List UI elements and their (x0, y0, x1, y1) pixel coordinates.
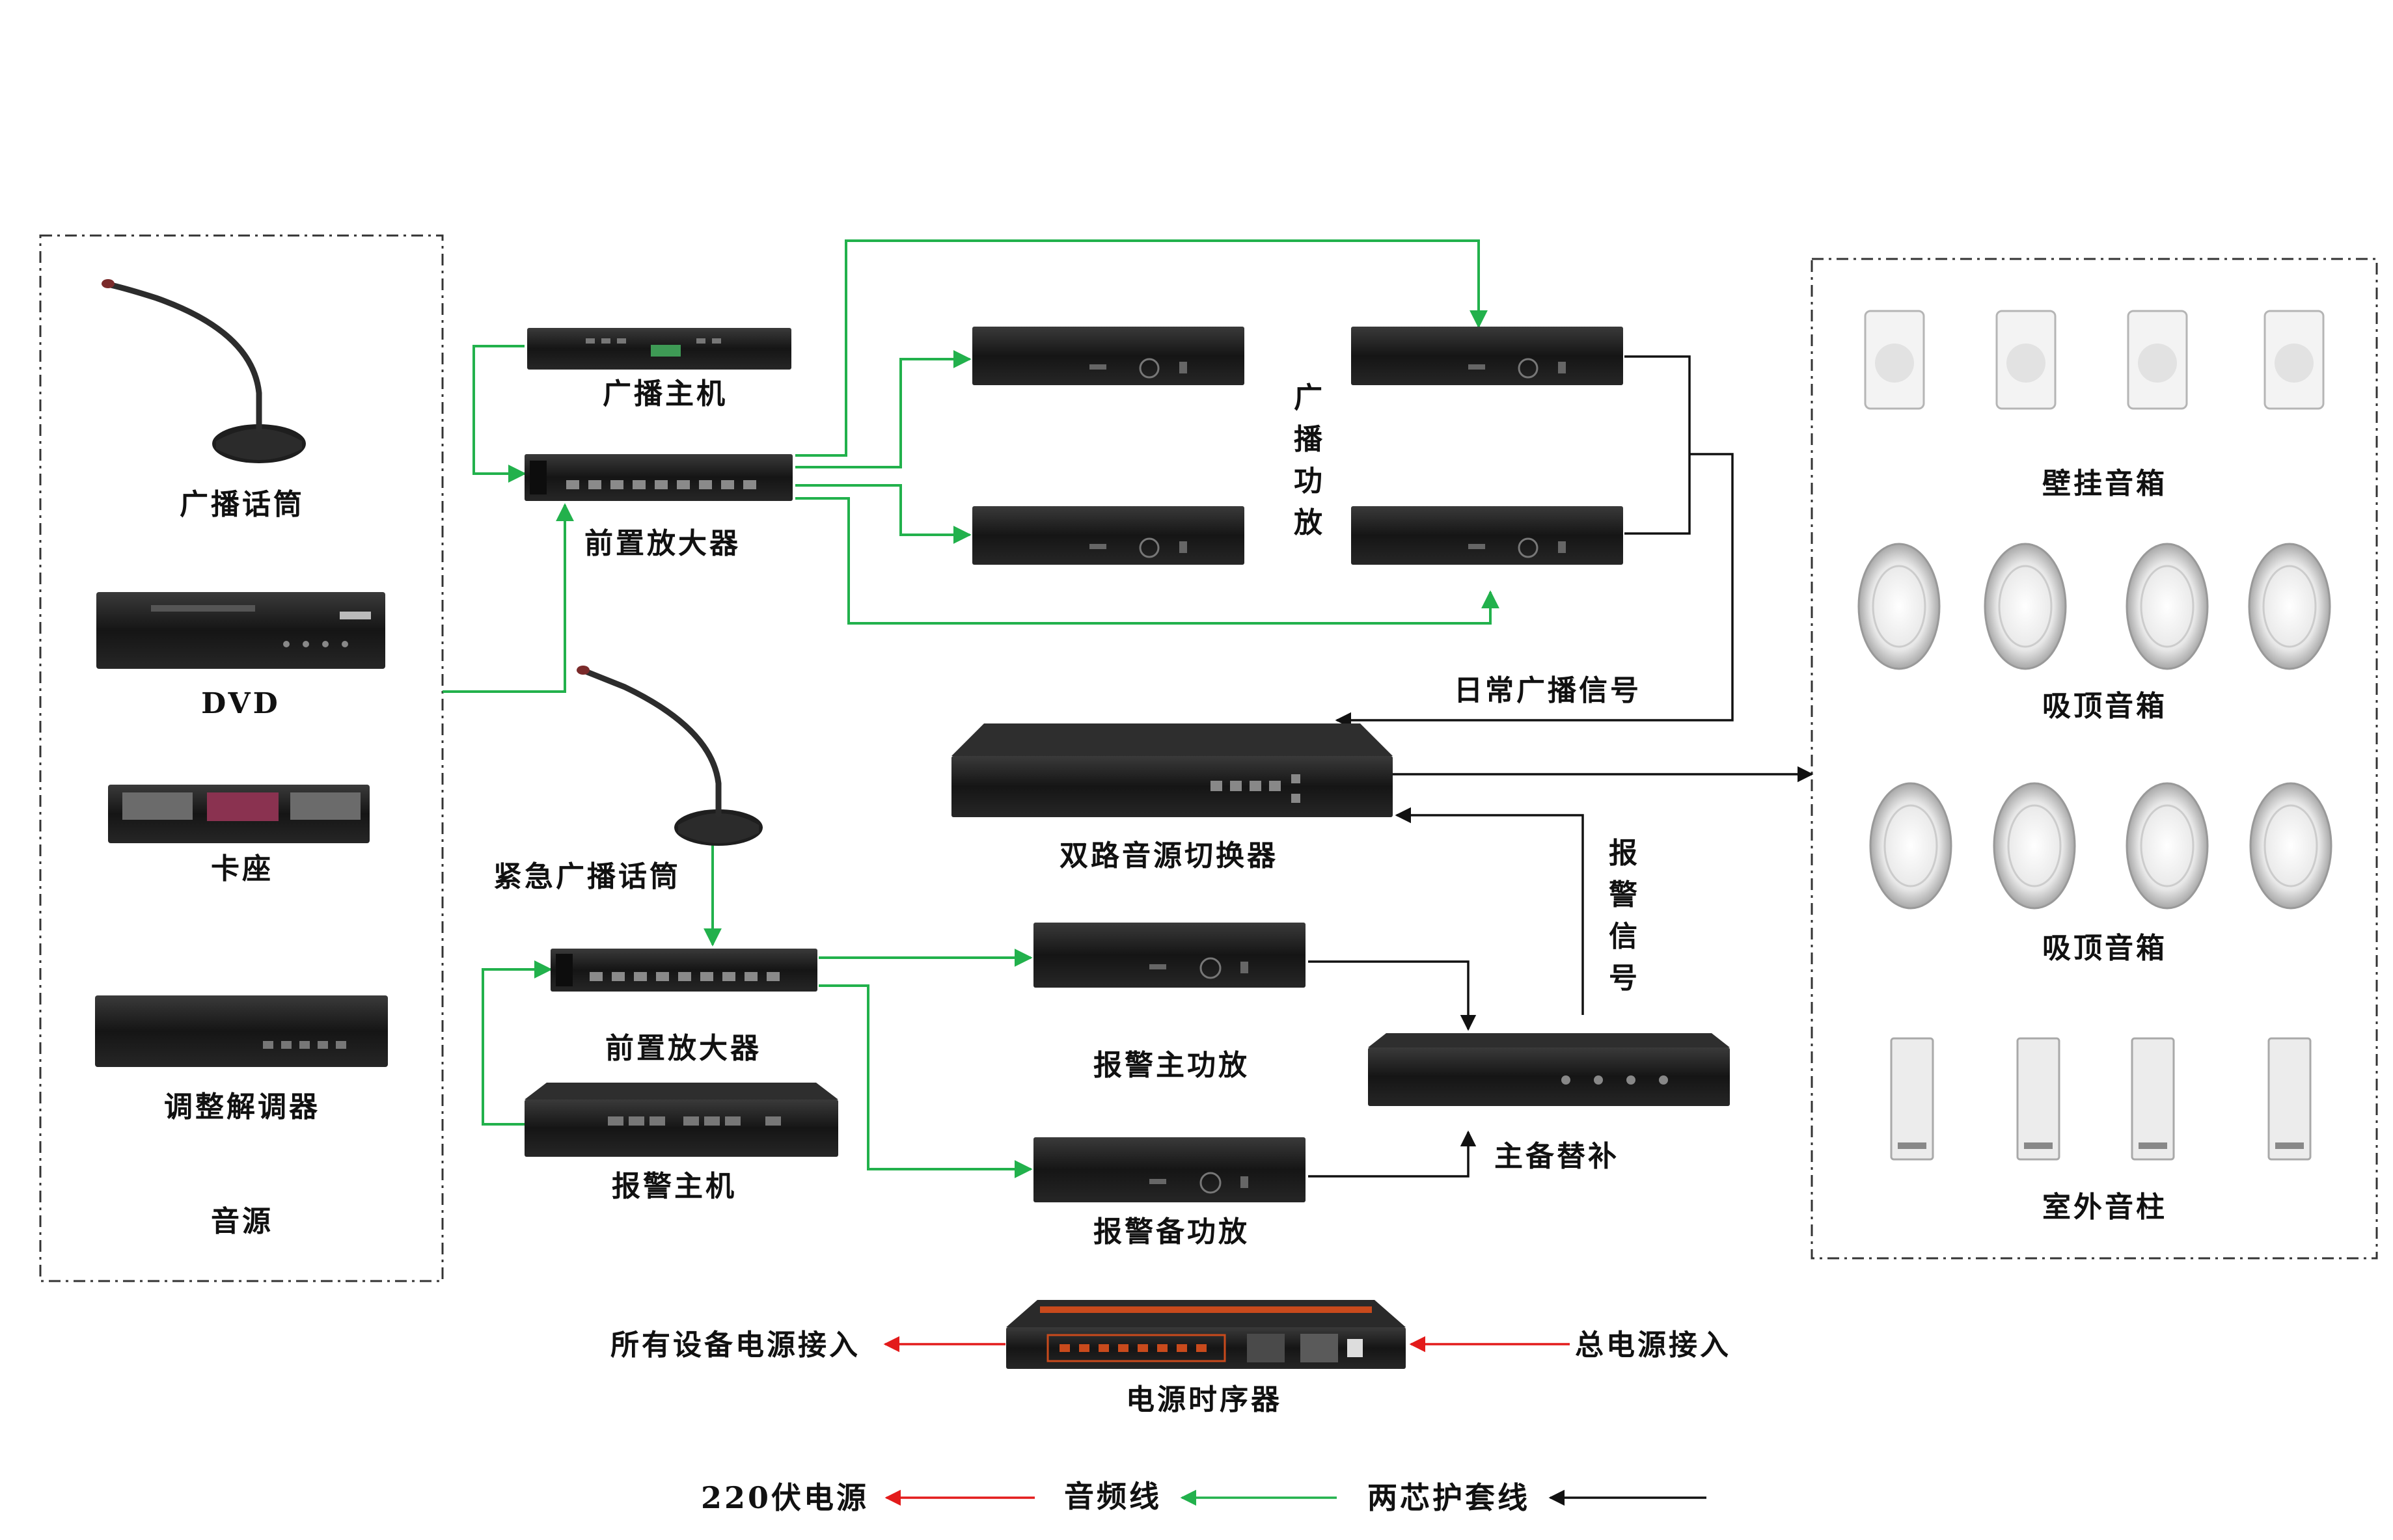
dual-source-switcher-device (951, 723, 1393, 817)
power-sequencer-label: 电源时序器 (1126, 1383, 1282, 1416)
preamp-top-device (525, 454, 793, 501)
all-devices-power-label: 所有设备电源接入 (610, 1329, 860, 1362)
power-sequencer-device (1006, 1300, 1406, 1369)
ceiling-speaker (1857, 543, 1941, 670)
column-speaker (2131, 1037, 2175, 1161)
main-power-in-label: 总电源接入 (1575, 1329, 1731, 1362)
ceiling-speaker (2126, 543, 2209, 670)
alarm-backup-amp-device (1033, 1137, 1306, 1202)
alarm-signal-label-3: 信 (1609, 920, 1637, 953)
emergency-microphone (577, 666, 763, 846)
broadcast-amp-label-3: 功 (1294, 465, 1322, 498)
ceiling-speaker (1869, 782, 1952, 910)
wall-speakers-label: 壁挂音箱 (2042, 467, 2167, 500)
alarm-host-label: 报警主机 (612, 1170, 737, 1203)
broadcast-amp-4 (1351, 506, 1623, 565)
ceiling-speaker (2248, 543, 2331, 670)
broadcast-amp-2 (972, 506, 1244, 565)
tuner-device (95, 995, 388, 1067)
legend-audio-label: 音频线 (1064, 1479, 1162, 1514)
shielded-lines (1308, 355, 1814, 1178)
alarm-main-amp-device (1033, 923, 1306, 988)
broadcast-amp-3 (1351, 327, 1623, 385)
column-speaker (2016, 1037, 2060, 1161)
main-backup-label: 主备替补 (1494, 1140, 1619, 1173)
legend-shielded-label: 两芯护套线 (1367, 1480, 1530, 1515)
wall-speaker (2263, 310, 2325, 410)
ceiling-speakers-label-2: 吸顶音箱 (2042, 932, 2167, 965)
preamp-top-label: 前置放大器 (584, 527, 741, 560)
legend: 220伏电源 音频线 两芯护套线 (701, 1479, 1706, 1515)
ceiling-speakers-row-1 (1857, 543, 2331, 670)
ceiling-speaker (2249, 782, 2332, 910)
tuner-label: 调整解调器 (164, 1090, 320, 1124)
daily-signal-label: 日常广播信号 (1454, 674, 1641, 707)
alarm-signal-label-4: 号 (1609, 962, 1637, 995)
broadcast-microphone (102, 279, 306, 463)
sources-group-label: 音源 (211, 1205, 273, 1238)
emergency-mic-label: 紧急广播话筒 (493, 860, 681, 893)
broadcast-host-device (527, 328, 791, 370)
outdoor-column-speakers (1890, 1037, 2312, 1161)
broadcast-amp-label-4: 放 (1294, 506, 1322, 539)
wall-speaker (1864, 310, 1925, 410)
speakers-group-box (1811, 258, 2378, 1260)
alarm-backup-amp-label: 报警备功放 (1093, 1215, 1250, 1249)
rack-devices (525, 327, 1730, 1369)
wall-speakers (1864, 310, 2325, 410)
column-speaker (1890, 1037, 1934, 1161)
cassette-label: 卡座 (211, 852, 273, 885)
wall-speaker (2127, 310, 2188, 410)
sources-group-box (39, 234, 444, 1282)
wall-speaker (1995, 310, 2057, 410)
broadcast-amp-label-2: 播 (1294, 423, 1323, 456)
ceiling-speaker (1993, 782, 2076, 910)
broadcast-amp-1 (972, 327, 1244, 385)
legend-power-label: 220伏电源 (701, 1480, 869, 1515)
ceiling-speakers-label-1: 吸顶音箱 (2042, 690, 2167, 723)
cassette-deck (108, 785, 370, 843)
audio-lines (443, 239, 1499, 1178)
alarm-host-device (525, 1083, 838, 1157)
column-speaker (2267, 1037, 2312, 1161)
dvd-player (96, 592, 385, 669)
broadcast-amp-label-1: 广 (1294, 381, 1322, 414)
dual-switcher-label: 双路音源切换器 (1060, 839, 1278, 872)
outdoor-columns-label: 室外音柱 (2042, 1191, 2167, 1224)
dvd-label: DVD (201, 687, 280, 720)
alarm-signal-label-2: 警 (1609, 878, 1637, 912)
preamp-bottom-device (551, 949, 817, 992)
preamp-bottom-label: 前置放大器 (605, 1032, 761, 1065)
alarm-main-amp-label: 报警主功放 (1093, 1049, 1250, 1082)
ceiling-speakers-row-2 (1869, 782, 2332, 910)
broadcast-mic-label: 广播话筒 (180, 488, 305, 521)
broadcast-host-label: 广播主机 (603, 377, 728, 411)
labels: 广播话筒 DVD 卡座 调整解调器 音源 广播主机 前置放大器 广 播 功 放 … (164, 377, 2167, 1416)
ceiling-speaker (2126, 782, 2209, 910)
main-backup-device (1368, 1033, 1730, 1106)
alarm-signal-label-1: 报 (1609, 837, 1637, 870)
ceiling-speaker (1984, 543, 2067, 670)
